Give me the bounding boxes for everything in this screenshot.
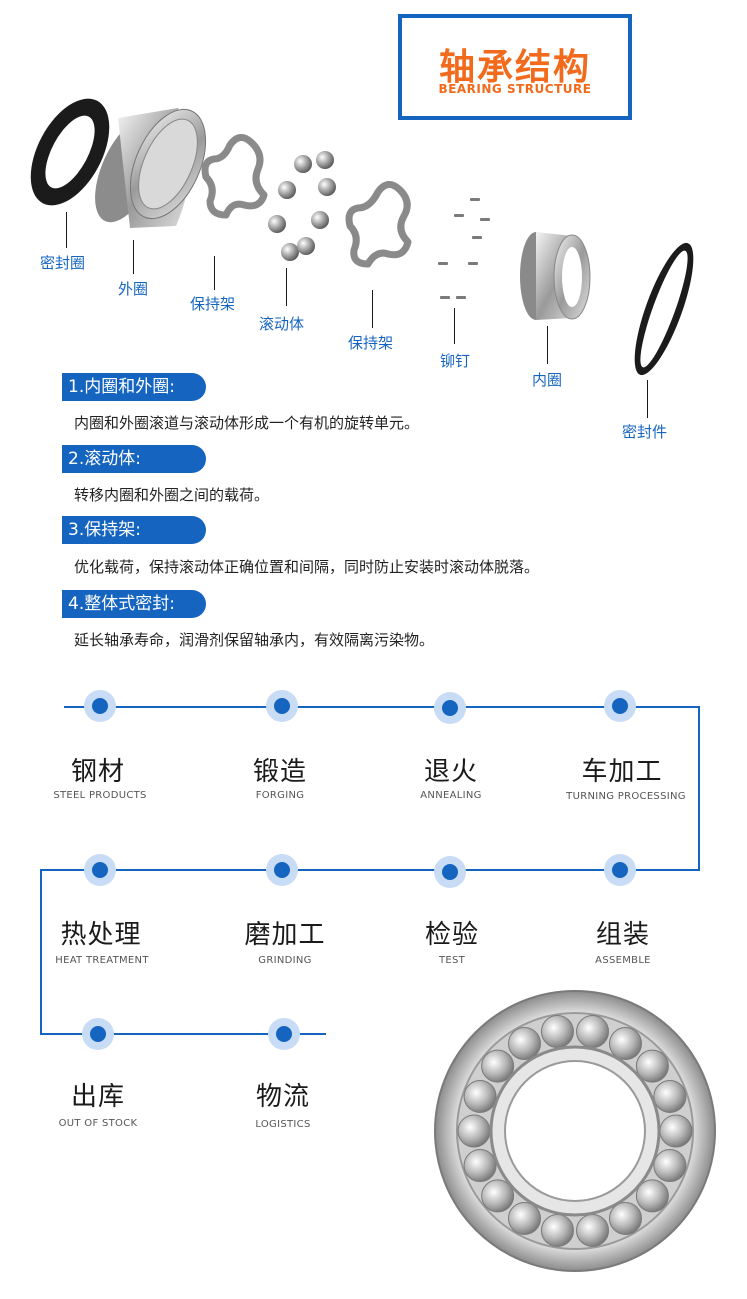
- page-title: 轴承结构: [438, 47, 591, 88]
- flow-line: [698, 706, 700, 871]
- process-step-annealing-en: ANNEALING: [420, 790, 482, 801]
- bearing-ball: [463, 1079, 497, 1113]
- leader-line: [133, 240, 134, 274]
- leader-line: [372, 290, 373, 328]
- process-step-logistics-en: LOGISTICS: [255, 1119, 311, 1130]
- process-step-grinding-en: GRINDING: [258, 955, 312, 966]
- bearing-ball: [481, 1179, 515, 1213]
- cage-icon: [345, 181, 412, 268]
- process-step-out-of-stock-en: OUT OF STOCK: [58, 1118, 138, 1129]
- process-step-steel-en: STEEL PRODUCTS: [53, 790, 147, 801]
- exploded-bearing-illustration: [30, 98, 694, 376]
- bearing-ball: [481, 1049, 515, 1083]
- leader-line: [547, 326, 548, 364]
- title-frame: [398, 14, 632, 120]
- process-step-steel: 钢材: [70, 757, 125, 787]
- section-heading-rolling-element: 2.滚动体:: [62, 445, 206, 473]
- process-step-assemble: 组装: [595, 920, 650, 950]
- bearing-ball: [463, 1149, 497, 1183]
- part-label-seal-ring: 密封圈: [40, 254, 86, 272]
- process-node: [434, 856, 466, 888]
- cage-icon: [201, 134, 268, 219]
- seal-ring-icon: [30, 98, 110, 206]
- outer-ring-icon: [95, 108, 207, 228]
- bearing-ball: [457, 1114, 491, 1148]
- process-step-logistics: 物流: [255, 1082, 310, 1112]
- process-step-assemble-en: ASSEMBLE: [595, 955, 651, 966]
- process-step-annealing: 退火: [423, 757, 478, 787]
- bearing-ball: [508, 1027, 541, 1061]
- bearing-ball: [653, 1149, 687, 1183]
- process-step-turning: 车加工: [581, 757, 663, 787]
- rivet-icon: [438, 198, 490, 299]
- flow-line: [40, 869, 700, 871]
- bearing-ball: [576, 1015, 610, 1049]
- process-node: [604, 854, 636, 886]
- section-heading-rings: 1.内圈和外圈:: [62, 373, 206, 401]
- process-step-forging: 锻造: [252, 757, 307, 787]
- title-background: [412, 26, 618, 110]
- bearing-ball: [609, 1201, 642, 1235]
- bearing-ball: [653, 1079, 687, 1113]
- leader-line: [454, 308, 455, 344]
- process-step-out-of-stock: 出库: [70, 1082, 125, 1112]
- process-node: [266, 854, 298, 886]
- bearing-ball: [635, 1049, 669, 1083]
- leader-line: [286, 268, 287, 306]
- bearing-ball: [576, 1213, 610, 1247]
- section-text-cage: 优化载荷，保持滚动体正确位置和间隔，同时防止安装时滚动体脱落。: [74, 558, 540, 576]
- process-step-grinding: 磨加工: [244, 920, 326, 950]
- process-node: [266, 690, 298, 722]
- process-node: [82, 1018, 114, 1050]
- part-label-cage-2: 保持架: [348, 334, 394, 352]
- process-step-forging-en: FORGING: [255, 790, 305, 801]
- seal-icon: [634, 242, 694, 376]
- bearing-ball: [540, 1213, 574, 1247]
- section-heading-seal: 4.整体式密封:: [62, 590, 206, 618]
- part-label-rivet: 铆钉: [440, 352, 471, 370]
- process-step-heat-treatment: 热处理: [60, 920, 142, 950]
- leader-line: [214, 256, 215, 290]
- bearing-ball: [635, 1179, 669, 1213]
- leader-line: [647, 380, 648, 418]
- rolling-balls-icon: [268, 151, 336, 261]
- page-subtitle: BEARING STRUCTURE: [438, 82, 592, 96]
- bearing-ball: [508, 1201, 541, 1235]
- part-label-outer-ring: 外圈: [118, 280, 149, 298]
- bearing-ball: [540, 1015, 574, 1049]
- section-text-rolling-element: 转移内圈和外圈之间的载荷。: [74, 486, 270, 504]
- leader-line: [66, 212, 67, 248]
- process-node: [84, 854, 116, 886]
- process-step-test: 检验: [424, 920, 479, 950]
- process-node: [84, 690, 116, 722]
- bearing-ball: [659, 1114, 693, 1148]
- part-label-inner-ring: 内圈: [532, 371, 563, 389]
- flow-line: [64, 706, 700, 708]
- inner-ring-icon: [520, 232, 591, 320]
- part-label-rolling-element: 滚动体: [259, 315, 305, 333]
- process-node: [268, 1018, 300, 1050]
- section-text-seal: 延长轴承寿命，润滑剂保留轴承内，有效隔离污染物。: [74, 631, 435, 649]
- flow-line: [40, 869, 42, 1035]
- process-step-turning-en: TURNING PROCESSING: [566, 791, 686, 802]
- section-heading-cage: 3.保持架:: [62, 516, 206, 544]
- section-text-rings: 内圈和外圈滚道与滚动体形成一个有机的旋转单元。: [74, 414, 420, 432]
- part-label-cage: 保持架: [190, 295, 236, 313]
- part-label-seal: 密封件: [622, 423, 668, 441]
- process-step-test-en: TEST: [438, 955, 466, 966]
- bearing-ball: [609, 1027, 642, 1061]
- process-node: [434, 692, 466, 724]
- process-step-heat-treatment-en: HEAT TREATMENT: [55, 955, 149, 966]
- assembled-bearing-image: [434, 990, 716, 1272]
- process-node: [604, 690, 636, 722]
- flow-line: [40, 1033, 326, 1035]
